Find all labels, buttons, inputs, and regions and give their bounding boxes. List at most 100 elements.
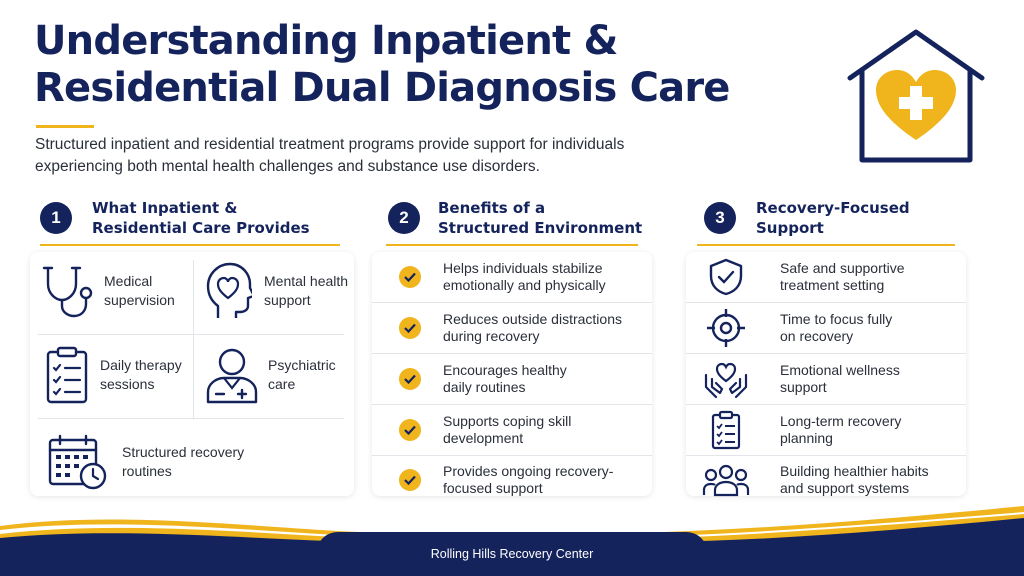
section-1-header: 1 What Inpatient & Residential Care Prov… [40,198,310,238]
check-icon [399,368,421,390]
text-line: emotionally and physically [443,277,606,293]
stethoscope-icon [42,266,93,318]
section-3-header: 3 Recovery-Focused Support [704,198,910,238]
label-line: supervision [104,292,175,308]
section-title: Recovery-Focused Support [756,198,910,238]
text-line: Emotional wellness [780,362,900,378]
label-line: Psychiatric [268,357,336,373]
divider [193,260,194,418]
benefit-row: Provides ongoing recovery-focused suppor… [372,454,652,505]
house-heart-plus-icon [847,29,985,163]
label-line: sessions [100,376,155,392]
label-line: support [264,292,311,308]
provides-item: Psychiatric care [206,346,336,404]
page-title: Understanding Inpatient & Residential Du… [34,18,730,111]
text-line: planning [780,430,833,446]
section-title: What Inpatient & Residential Care Provid… [92,198,310,238]
title-underline [36,125,94,128]
text-line: and support systems [780,479,910,496]
provides-label: Structured recovery routines [122,443,244,481]
text-line: Supports coping skill [443,413,572,429]
footer-text: Rolling Hills Recovery Center [430,547,594,561]
section-number: 2 [388,202,420,234]
provides-label: Psychiatric care [268,356,336,394]
check-icon [399,468,421,491]
label-line: Structured recovery [122,444,245,460]
section-rule [386,244,638,246]
divider [38,334,344,335]
text-line: Long-term recovery [780,413,902,429]
page-subtitle: Structured inpatient and residential tre… [35,136,625,175]
check-icon [399,266,421,288]
text-line: Provides ongoing recovery- [443,462,614,479]
text-line: development [443,430,524,446]
group-people-icon [702,464,750,496]
section-title-line: Recovery-Focused [756,199,910,217]
check-icon [399,419,421,441]
text-line: during recovery [443,328,540,344]
text-line: focused support [443,479,543,496]
section-rule [697,244,955,246]
text-line: Safe and supportive [780,260,905,276]
text-line: daily routines [443,379,526,395]
provides-item: Medical supervision [42,264,175,318]
label-line: Medical [104,273,153,289]
text-line: support [780,379,827,395]
text-line: Helps individuals stabilize [443,260,603,276]
provides-item: Daily therapy sessions [46,346,182,404]
text-line: treatment setting [780,277,885,293]
provides-card: Medical supervision Mental health suppor… [30,252,354,496]
label-line: Mental health [264,273,349,289]
benefit-text: Provides ongoing recovery-focused suppor… [443,463,613,497]
section-title-line: Residential Care Provides [92,219,310,237]
provides-label: Mental health support [264,272,348,310]
section-rule [40,244,340,246]
doctor-icon [206,348,258,404]
clipboard-checklist-icon [46,346,88,404]
label-line: routines [122,463,172,479]
footer-banner: Rolling Hills Recovery Center [316,532,708,576]
text-line: Building healthier habits [780,462,929,479]
section-title-line: Support [756,219,824,237]
section-number: 3 [704,202,736,234]
section-title: Benefits of a Structured Environment [438,198,642,238]
text-line: Encourages healthy [443,362,567,378]
shield-check-icon [709,258,743,296]
calendar-clock-icon [48,434,107,490]
hands-heart-icon [704,362,748,399]
provides-label: Daily therapy sessions [100,356,182,394]
check-icon [399,317,421,339]
target-icon [707,309,745,347]
head-heart-icon [206,262,252,318]
label-line: Daily therapy [100,357,182,373]
provides-item: Structured recovery routines [48,434,244,490]
section-title-line: What Inpatient & [92,199,238,217]
label-line: care [268,376,296,392]
clipboard-list-icon [711,410,741,450]
section-2-header: 2 Benefits of a Structured Environment [388,198,642,238]
text-line: on recovery [780,328,854,344]
provides-item: Mental health support [206,262,348,320]
section-title-line: Benefits of a [438,199,546,217]
text-line: Reduces outside distractions [443,311,622,327]
provides-label: Medical supervision [104,272,175,310]
